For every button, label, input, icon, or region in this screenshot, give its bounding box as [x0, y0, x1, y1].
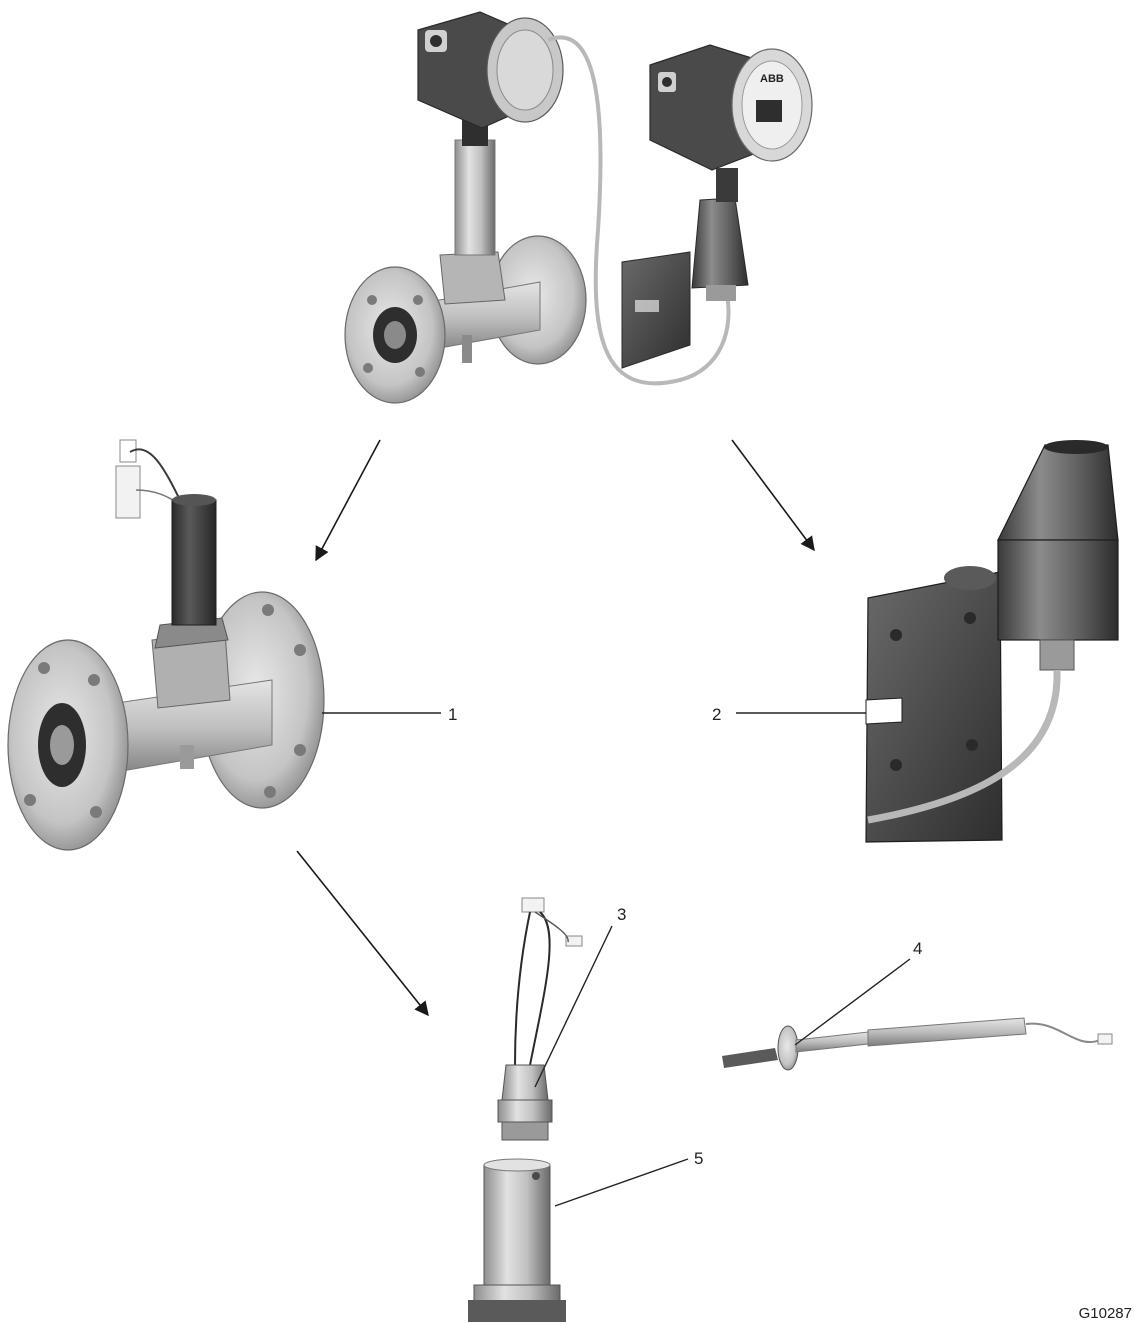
- temperature-probe: [722, 1017, 1113, 1071]
- arrow-down-icon: [296, 850, 429, 1017]
- callout-5: 5: [694, 1149, 703, 1168]
- arrow-down-icon: [731, 439, 815, 552]
- sensor-element: [497, 897, 583, 1141]
- callout-2: 2: [712, 705, 721, 724]
- figure-code: G10287: [1079, 1305, 1132, 1322]
- callout-4-leader: [794, 958, 911, 1046]
- arrow-down-icon: [315, 439, 381, 562]
- remote-mount-bracket: [865, 440, 1119, 843]
- callout-4: 4: [913, 939, 922, 958]
- callout-5-leader: [554, 1158, 689, 1207]
- callout-3: 3: [617, 905, 626, 924]
- callout-3-leader: [534, 925, 613, 1088]
- callout-1: 1: [448, 705, 457, 724]
- complete-flowmeter-assembly: ABB: [344, 11, 813, 404]
- brand-label: ABB: [760, 73, 784, 85]
- flowmeter-sensor: [7, 439, 325, 851]
- protection-sleeve: [468, 1158, 566, 1322]
